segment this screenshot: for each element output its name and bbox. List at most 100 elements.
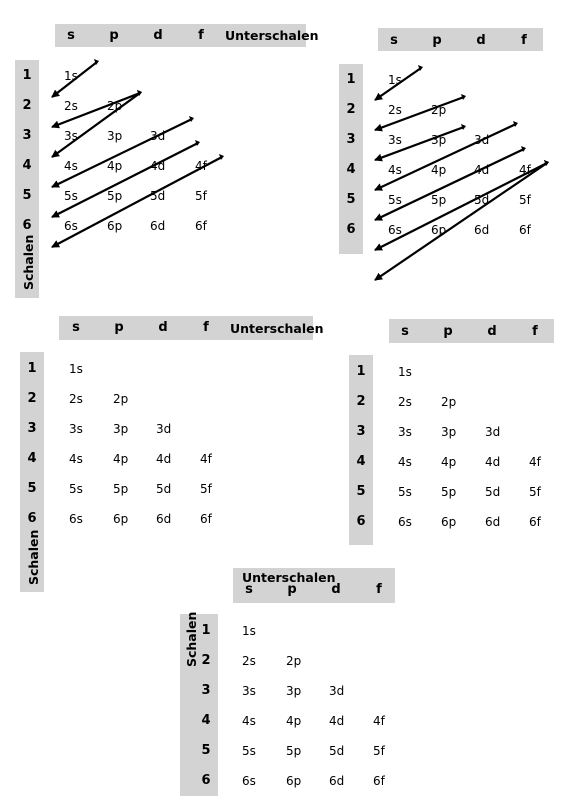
orbital-5p: 5p [107, 189, 123, 203]
subshell-header-p: p [443, 324, 453, 339]
orbital-6d: 6d [150, 219, 166, 233]
orbital-3s: 3s [242, 684, 256, 698]
orbital-5f: 5f [373, 744, 385, 758]
orbital-5p: 5p [441, 485, 457, 499]
filling-arrow-1 [51, 61, 98, 98]
shell-number-1: 1 [201, 623, 211, 638]
filling-arrow-5 [51, 142, 199, 218]
shell-column-bar [20, 352, 44, 592]
subshell-header-p: p [114, 320, 124, 335]
orbital-6p: 6p [113, 512, 129, 526]
subshell-header-bar [55, 24, 306, 47]
shell-number-1: 1 [356, 364, 366, 379]
shell-number-4: 4 [22, 158, 32, 173]
orbital-6p: 6p [441, 515, 457, 529]
orbital-5d: 5d [485, 485, 501, 499]
shell-number-1: 1 [27, 361, 37, 376]
shell-number-4: 4 [27, 451, 37, 466]
subshell-header-f: f [532, 324, 538, 339]
orbital-6f: 6f [200, 512, 212, 526]
filling-arrow-7 [374, 162, 548, 281]
orbital-6f: 6f [519, 223, 531, 237]
subshell-header-d: d [487, 324, 497, 339]
orbital-4s: 4s [64, 159, 78, 173]
orbital-2p: 2p [441, 395, 457, 409]
orbital-5f: 5f [200, 482, 212, 496]
orbital-4s: 4s [388, 163, 402, 177]
subshell-header-f: f [198, 28, 204, 43]
shell-number-2: 2 [346, 102, 356, 117]
shell-column-bar [339, 64, 363, 254]
orbital-4p: 4p [107, 159, 123, 173]
subshell-header-s: s [245, 582, 253, 597]
unterschalen-label: Unterschalen [242, 570, 336, 585]
orbital-2s: 2s [388, 103, 402, 117]
orbital-5s: 5s [398, 485, 412, 499]
shell-number-4: 4 [201, 713, 211, 728]
schalen-label: Schalen [184, 611, 199, 667]
shell-number-2: 2 [27, 391, 37, 406]
orbital-6d: 6d [474, 223, 490, 237]
subshell-header-bar [389, 319, 554, 343]
orbital-4f: 4f [373, 714, 385, 728]
subshell-header-s: s [401, 324, 409, 339]
orbital-6p: 6p [107, 219, 123, 233]
orbital-4f: 4f [195, 159, 207, 173]
shell-number-5: 5 [22, 188, 32, 203]
shell-number-2: 2 [201, 653, 211, 668]
orbital-4f: 4f [200, 452, 212, 466]
shell-number-6: 6 [22, 218, 32, 233]
filling-arrow-tail-3 [137, 90, 142, 96]
subshell-header-bar [233, 568, 395, 603]
orbital-3d: 3d [329, 684, 345, 698]
orbital-6s: 6s [69, 512, 83, 526]
orbital-5p: 5p [431, 193, 447, 207]
subshell-header-p: p [109, 28, 119, 43]
orbital-6d: 6d [485, 515, 501, 529]
shell-number-6: 6 [356, 514, 366, 529]
subshell-header-d: d [153, 28, 163, 43]
orbital-5s: 5s [69, 482, 83, 496]
orbital-5p: 5p [286, 744, 302, 758]
subshell-header-d: d [476, 33, 486, 48]
orbital-6s: 6s [398, 515, 412, 529]
orbital-4f: 4f [519, 163, 531, 177]
orbital-1s: 1s [398, 365, 412, 379]
unterschalen-label: Unterschalen [225, 28, 319, 43]
orbital-3p: 3p [286, 684, 302, 698]
filling-arrow-6 [51, 156, 223, 248]
shell-number-3: 3 [22, 128, 32, 143]
filling-arrow-tail-7 [544, 160, 549, 166]
shell-number-5: 5 [346, 192, 356, 207]
orbital-3d: 3d [156, 422, 172, 436]
orbital-2p: 2p [113, 392, 129, 406]
shell-number-6: 6 [27, 511, 37, 526]
orbital-6p: 6p [286, 774, 302, 788]
filling-arrow-2 [51, 91, 141, 129]
orbital-4d: 4d [156, 452, 172, 466]
filling-arrow-tail-3 [461, 124, 466, 130]
shell-number-2: 2 [356, 394, 366, 409]
orbital-2s: 2s [69, 392, 83, 406]
subshell-header-f: f [521, 33, 527, 48]
shell-number-5: 5 [27, 481, 37, 496]
filling-arrow-3 [374, 125, 465, 162]
orbital-4f: 4f [529, 455, 541, 469]
orbital-6f: 6f [195, 219, 207, 233]
shell-number-6: 6 [346, 222, 356, 237]
orbital-6s: 6s [64, 219, 78, 233]
orbital-3d: 3d [485, 425, 501, 439]
orbital-2s: 2s [64, 99, 78, 113]
orbital-2p: 2p [431, 103, 447, 117]
schalen-label: Schalen [26, 529, 41, 585]
orbital-5d: 5d [474, 193, 490, 207]
orbital-5d: 5d [156, 482, 172, 496]
orbital-1s: 1s [69, 362, 83, 376]
filling-arrow-6 [374, 162, 548, 251]
filling-arrow-tail-4 [189, 116, 194, 122]
filling-arrow-tail-2 [461, 94, 466, 100]
orbital-4p: 4p [431, 163, 447, 177]
orbital-2s: 2s [242, 654, 256, 668]
